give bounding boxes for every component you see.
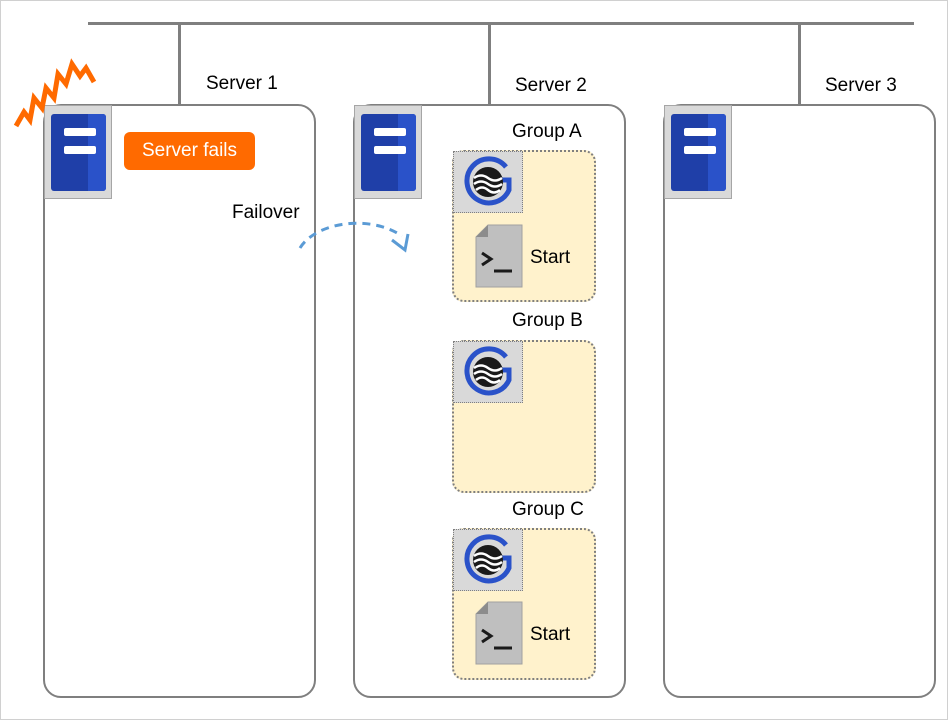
server-3-box: [663, 104, 936, 698]
failover-arrow: [298, 221, 410, 253]
network-drop-server-3: [798, 24, 801, 106]
group-a-failover-icon: [453, 151, 523, 213]
group-a-script-icon: [475, 224, 523, 288]
group-a-start-label: Start: [530, 247, 571, 268]
server-3-icon: [664, 105, 732, 199]
network-drop-server-2: [488, 24, 491, 106]
group-c-failover-icon: [453, 529, 523, 591]
group-b-label: Group B: [512, 310, 583, 331]
server-2-label: Server 2: [515, 75, 587, 96]
group-a-label: Group A: [512, 121, 582, 142]
group-c-label: Group C: [512, 499, 584, 520]
server-2-icon: [354, 105, 422, 199]
group-c-script-icon: [475, 601, 523, 665]
server-1-box: [43, 104, 316, 698]
server-3-label: Server 3: [825, 75, 897, 96]
network-drop-server-1: [178, 24, 181, 106]
failure-burst-icon: [13, 58, 97, 128]
group-c-start-label: Start: [530, 624, 571, 645]
network-bus: [88, 22, 914, 25]
failover-label: Failover: [232, 202, 300, 223]
group-b-failover-icon: [453, 341, 523, 403]
server-1-icon: [44, 105, 112, 199]
server-1-label: Server 1: [206, 73, 278, 94]
server-fails-badge: Server fails: [124, 132, 255, 170]
